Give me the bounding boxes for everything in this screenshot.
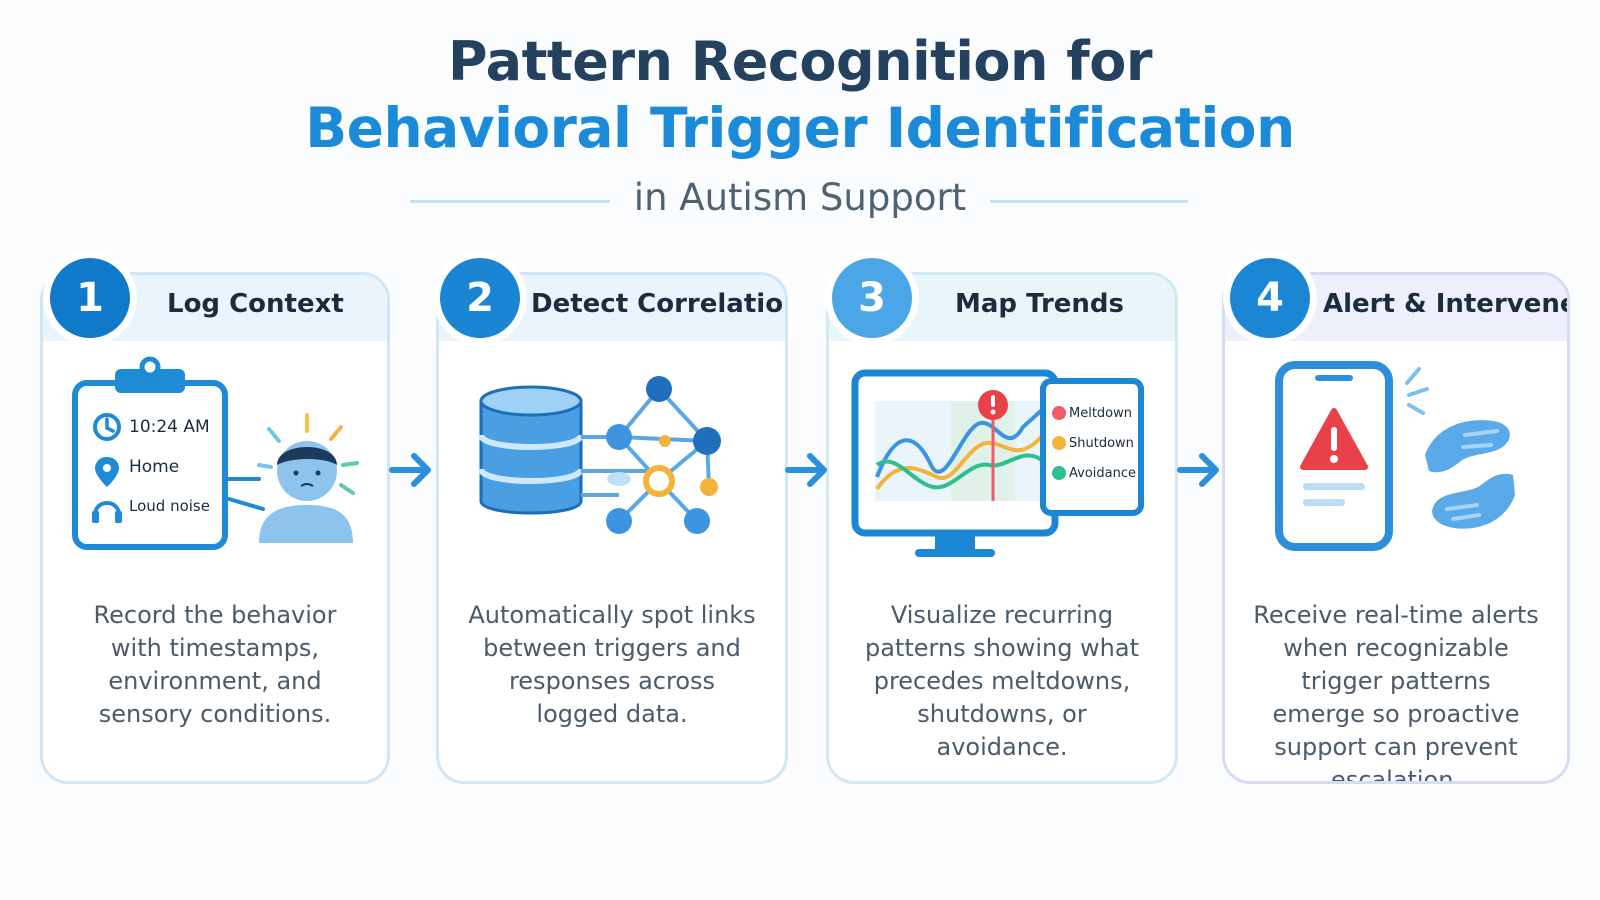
warning-triangle-icon <box>1300 408 1368 470</box>
legend-shutdown: Shutdown <box>1069 436 1134 451</box>
legend-avoidance: Avoidance <box>1069 466 1136 481</box>
step-number-badge: 3 <box>832 258 912 338</box>
step-title: Alert & Intervene <box>1323 289 1570 319</box>
step-number-badge: 4 <box>1230 258 1310 338</box>
subtitle-rule-left <box>410 200 610 203</box>
step-description: Visualize recurring patterns showing wha… <box>864 601 1140 761</box>
step-description: Record the behavior with timestamps, env… <box>93 601 337 728</box>
step-description: Automatically spot links between trigger… <box>468 601 756 728</box>
step-number-badge: 2 <box>440 258 520 338</box>
network-graph-icon <box>581 387 711 523</box>
phone-alert-illustration <box>1275 361 1515 551</box>
step-title: Log Context <box>167 289 344 319</box>
alert-signal-lines <box>1405 367 1429 415</box>
flow-arrow-icon <box>389 453 431 487</box>
trend-monitor-illustration <box>851 369 1144 557</box>
log-entry-sensory: Loud noise <box>129 497 210 515</box>
step-description: Receive real-time alerts when recognizab… <box>1253 601 1539 784</box>
flow-arrow-icon <box>785 453 827 487</box>
database-icon <box>478 385 584 515</box>
log-entry-time: 10:24 AM <box>129 417 210 437</box>
child-face-illustration <box>227 413 359 543</box>
database-network-illustration <box>478 376 721 534</box>
location-pin-icon <box>95 457 119 487</box>
headphones-icon <box>92 501 122 523</box>
clock-icon <box>93 413 121 441</box>
step-card-map-trends: Map Trends Meltdown Shutdown Avoidance V… <box>826 272 1178 784</box>
helping-hands-icon <box>1425 420 1515 529</box>
flow-arrow-icon <box>1177 453 1219 487</box>
clipboard-log-illustration <box>72 356 359 550</box>
legend-meltdown: Meltdown <box>1069 406 1133 421</box>
page-title-line1: Pattern Recognition for <box>448 30 1153 93</box>
step-title: Detect Correlations <box>531 289 785 319</box>
step-title: Map Trends <box>955 289 1125 319</box>
step-card-alert-intervene: Alert & Intervene Receive real-time aler… <box>1222 272 1570 784</box>
step-card-log-context: Log Context <box>40 272 390 784</box>
step-card-detect-correlations: Detect Correlations Au <box>436 272 788 784</box>
page-subtitle: in Autism Support <box>633 176 967 219</box>
page-title-line2: Behavioral Trigger Identification <box>305 96 1295 160</box>
subtitle-rule-right <box>990 200 1188 203</box>
step-number-badge: 1 <box>50 258 130 338</box>
log-entry-location: Home <box>129 457 180 477</box>
